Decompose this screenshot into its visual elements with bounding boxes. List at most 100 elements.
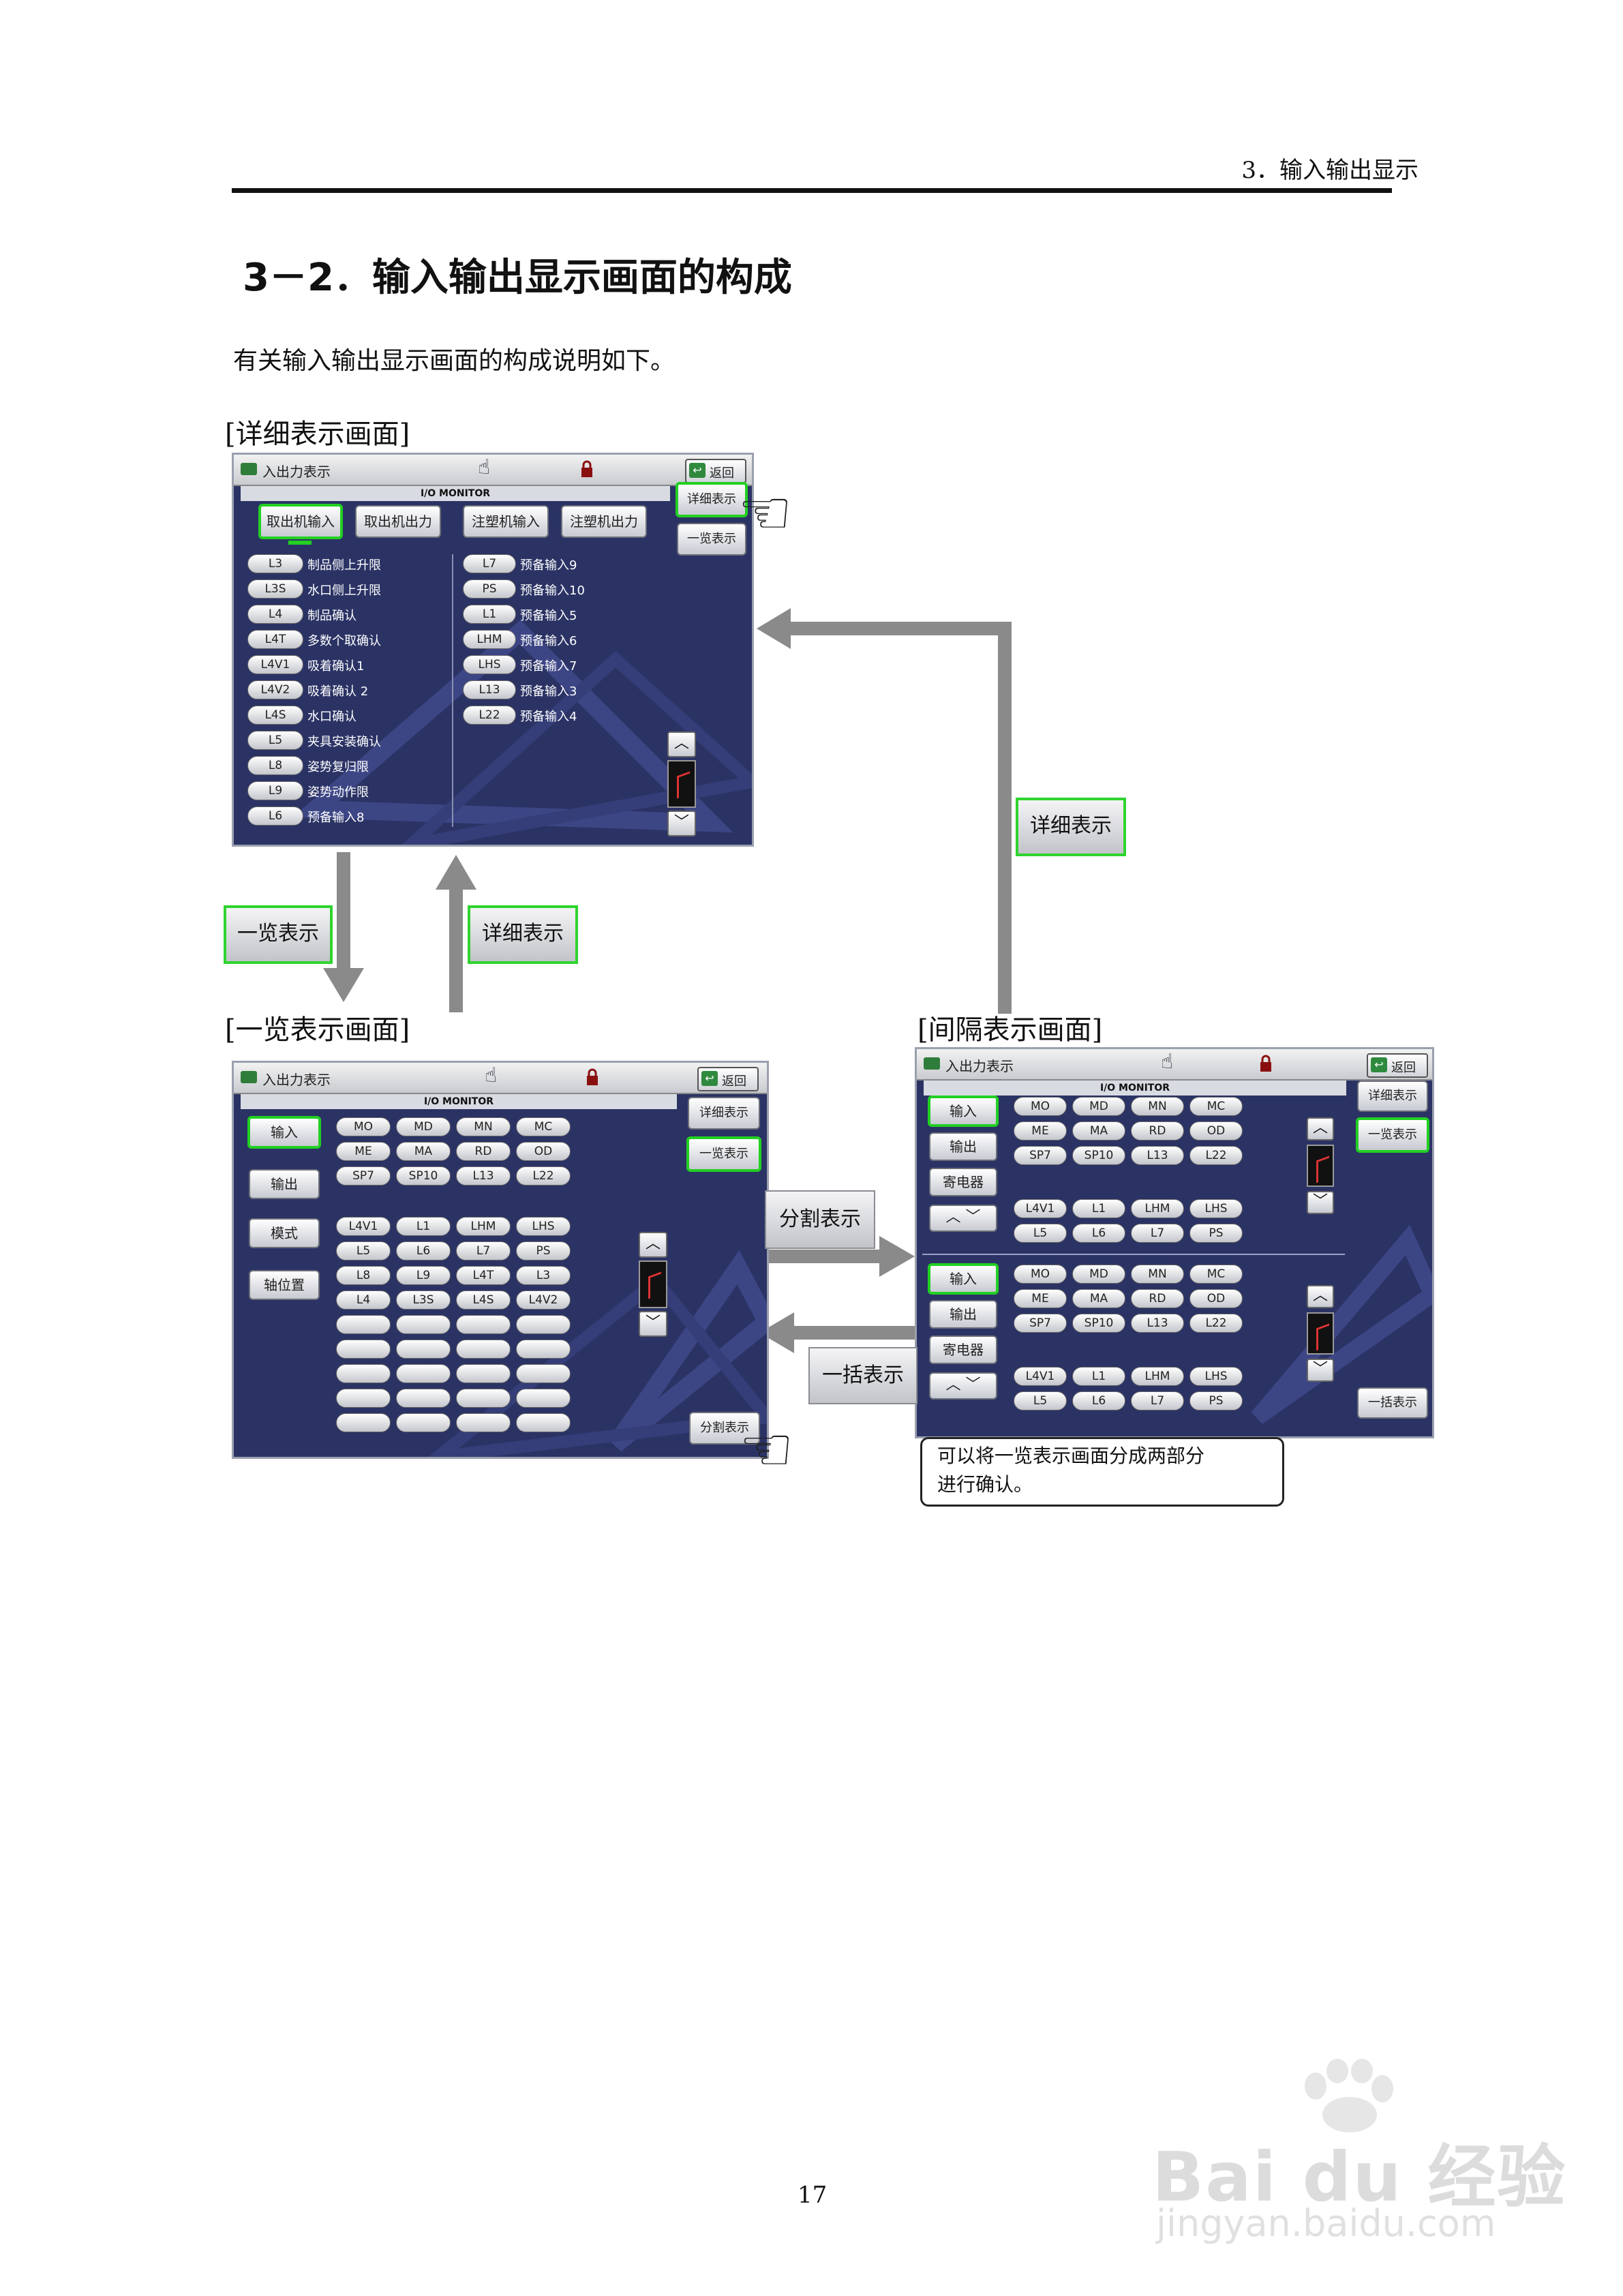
- io-code-pill[interactable]: L8: [336, 1266, 391, 1285]
- io-code-pill[interactable]: L22: [463, 706, 516, 725]
- io-code-pill[interactable]: SP10: [1072, 1146, 1125, 1165]
- tab-takeout-input[interactable]: 取出机输入: [258, 504, 343, 539]
- scroll-down-button-upper[interactable]: ﹀: [1307, 1191, 1334, 1214]
- batch-view-button[interactable]: 一括表示: [1357, 1387, 1428, 1419]
- page-up-down-button-lower[interactable]: ︿ ﹀: [929, 1372, 997, 1400]
- io-code-pill[interactable]: L5: [1014, 1224, 1067, 1243]
- io-code-pill[interactable]: LHS: [463, 655, 516, 674]
- io-code-pill[interactable]: MN: [1131, 1097, 1184, 1116]
- io-code-pill[interactable]: L7: [456, 1241, 511, 1260]
- scroll-up-button[interactable]: ︿: [667, 731, 696, 757]
- io-code-pill[interactable]: L5: [247, 731, 303, 750]
- scroll-down-button[interactable]: ﹀: [639, 1311, 667, 1337]
- io-code-pill[interactable]: L22: [1189, 1146, 1243, 1165]
- io-code-pill[interactable]: LHM: [1131, 1367, 1184, 1386]
- io-code-pill[interactable]: L4V1: [247, 655, 303, 674]
- io-code-pill[interactable]: L4: [247, 605, 303, 624]
- output-button-lower[interactable]: 输出: [929, 1300, 997, 1329]
- input-button-upper[interactable]: 输入: [928, 1096, 999, 1127]
- io-code-pill[interactable]: L13: [456, 1166, 511, 1185]
- io-code-pill[interactable]: L6: [1072, 1224, 1125, 1243]
- tab-molding-output[interactable]: 注塑机出力: [561, 505, 647, 538]
- axis-position-button[interactable]: 轴位置: [249, 1270, 320, 1300]
- io-code-pill[interactable]: MC: [516, 1117, 571, 1136]
- io-code-pill[interactable]: L22: [1189, 1314, 1243, 1333]
- io-code-pill[interactable]: L1: [396, 1217, 451, 1236]
- scroll-up-button-upper[interactable]: ︿: [1307, 1117, 1334, 1141]
- io-code-pill[interactable]: LHM: [456, 1217, 511, 1236]
- io-code-pill[interactable]: MD: [1072, 1097, 1125, 1116]
- io-code-pill[interactable]: L9: [396, 1266, 451, 1285]
- back-button[interactable]: ↩ 返回: [1367, 1053, 1428, 1078]
- io-code-pill[interactable]: L4V1: [336, 1217, 391, 1236]
- io-code-pill[interactable]: OD: [516, 1142, 571, 1161]
- io-code-pill[interactable]: ME: [1014, 1289, 1067, 1308]
- io-code-pill[interactable]: L4V2: [247, 680, 303, 699]
- io-code-pill[interactable]: SP10: [1072, 1314, 1125, 1333]
- io-code-pill[interactable]: OD: [1189, 1121, 1243, 1141]
- io-code-pill[interactable]: L3S: [396, 1290, 451, 1310]
- io-code-pill[interactable]: LHM: [463, 630, 516, 649]
- io-code-pill[interactable]: L13: [1131, 1314, 1184, 1333]
- io-code-pill[interactable]: MO: [1014, 1097, 1067, 1116]
- io-code-pill[interactable]: ME: [1014, 1121, 1067, 1141]
- io-code-pill[interactable]: RD: [1131, 1121, 1184, 1141]
- mode-button[interactable]: 模式: [249, 1218, 320, 1248]
- io-code-pill[interactable]: MN: [1131, 1265, 1184, 1284]
- io-code-pill[interactable]: MO: [1014, 1265, 1067, 1284]
- io-code-pill[interactable]: L22: [516, 1166, 571, 1185]
- list-view-button[interactable]: 一览表示: [686, 1136, 761, 1172]
- io-code-pill[interactable]: L4V1: [1014, 1367, 1067, 1386]
- io-code-pill[interactable]: L6: [247, 806, 303, 826]
- io-code-pill[interactable]: MA: [1072, 1121, 1125, 1141]
- io-code-pill[interactable]: MA: [396, 1142, 451, 1161]
- io-code-pill[interactable]: RD: [456, 1142, 511, 1161]
- io-code-pill[interactable]: PS: [516, 1241, 571, 1260]
- io-code-pill[interactable]: L9: [247, 781, 303, 800]
- back-button[interactable]: ↩ 返回: [685, 459, 746, 483]
- io-code-pill[interactable]: LHM: [1131, 1199, 1184, 1218]
- io-code-pill[interactable]: L6: [396, 1241, 451, 1260]
- io-code-pill[interactable]: L4S: [456, 1290, 511, 1310]
- io-code-pill[interactable]: L1: [463, 605, 516, 624]
- io-code-pill[interactable]: L7: [1131, 1391, 1184, 1410]
- io-code-pill[interactable]: MC: [1189, 1097, 1243, 1116]
- back-button[interactable]: ↩ 返回: [697, 1067, 759, 1091]
- io-code-pill[interactable]: MD: [396, 1117, 451, 1136]
- scroll-up-button[interactable]: ︿: [639, 1232, 667, 1258]
- io-code-pill[interactable]: L6: [1072, 1391, 1125, 1410]
- io-code-pill[interactable]: L4S: [247, 706, 303, 725]
- io-code-pill[interactable]: ME: [336, 1142, 391, 1161]
- io-code-pill[interactable]: MC: [1189, 1265, 1243, 1284]
- page-up-down-button-upper[interactable]: ︿ ﹀: [929, 1205, 997, 1232]
- io-code-pill[interactable]: MN: [456, 1117, 511, 1136]
- detail-view-button[interactable]: 详细表示: [688, 1097, 760, 1130]
- io-code-pill[interactable]: LHS: [1189, 1199, 1243, 1218]
- io-code-pill[interactable]: L1: [1072, 1367, 1125, 1386]
- list-view-button[interactable]: 一览表示: [1356, 1117, 1429, 1153]
- detail-view-button[interactable]: 详细表示: [676, 482, 748, 517]
- io-code-pill[interactable]: MD: [1072, 1265, 1125, 1284]
- io-code-pill[interactable]: L4T: [456, 1266, 511, 1285]
- io-code-pill[interactable]: PS: [1189, 1391, 1243, 1410]
- io-code-pill[interactable]: LHS: [1189, 1367, 1243, 1386]
- detail-view-button[interactable]: 详细表示: [1357, 1081, 1428, 1112]
- io-code-pill[interactable]: L3: [247, 554, 303, 573]
- io-code-pill[interactable]: L3: [516, 1266, 571, 1285]
- output-button[interactable]: 输出: [249, 1169, 320, 1199]
- input-button-lower[interactable]: 输入: [928, 1263, 999, 1295]
- relay-button-lower[interactable]: 寄电器: [929, 1335, 997, 1364]
- io-code-pill[interactable]: L4V1: [1014, 1199, 1067, 1218]
- io-code-pill[interactable]: PS: [463, 579, 516, 599]
- io-code-pill[interactable]: L4: [336, 1290, 391, 1310]
- split-view-button[interactable]: 分割表示: [689, 1412, 760, 1445]
- tab-takeout-output[interactable]: 取出机出力: [355, 505, 441, 538]
- input-button[interactable]: 输入: [247, 1116, 321, 1149]
- io-code-pill[interactable]: L7: [463, 554, 516, 573]
- tab-molding-input[interactable]: 注塑机输入: [463, 505, 549, 538]
- io-code-pill[interactable]: L7: [1131, 1224, 1184, 1243]
- io-code-pill[interactable]: MA: [1072, 1289, 1125, 1308]
- io-code-pill[interactable]: MO: [336, 1117, 391, 1136]
- io-code-pill[interactable]: L3S: [247, 579, 303, 599]
- scroll-down-button[interactable]: ﹀: [667, 811, 696, 836]
